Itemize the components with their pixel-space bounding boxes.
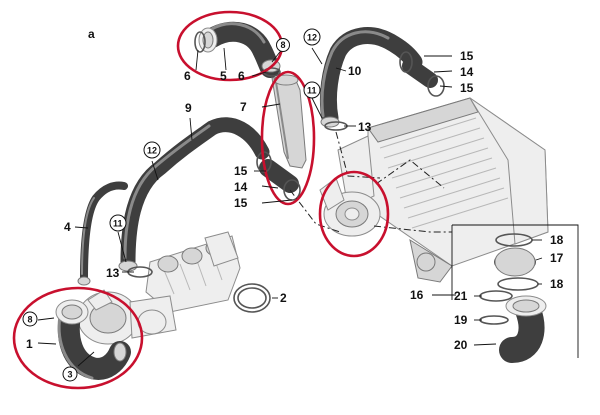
badge-11-left	[109, 214, 127, 232]
label-9: 9	[185, 101, 192, 115]
ring-part-6-left	[194, 31, 206, 53]
label-11-left: 11	[113, 219, 123, 229]
label-14-right: 14	[460, 65, 474, 79]
label-5: 5	[220, 69, 227, 83]
clamp-part-2	[233, 283, 271, 313]
label-13-right: 13	[358, 120, 372, 134]
tube-part-7	[271, 74, 307, 169]
label-18-bottom: 18	[550, 277, 564, 291]
pipe-part-4	[77, 181, 128, 286]
coupler-part-17	[494, 247, 536, 277]
throttle-unit	[319, 177, 381, 237]
label-6-left: 6	[184, 69, 191, 83]
label-13-left: 13	[106, 266, 120, 280]
label-19: 19	[454, 313, 468, 327]
intercooler-housing	[337, 97, 549, 283]
label-14-left: 14	[234, 180, 248, 194]
label-1: 1	[26, 337, 33, 351]
label-11-top: 11	[307, 86, 317, 96]
highlight-circle-middle	[260, 70, 316, 206]
corner-mark: a	[88, 27, 95, 41]
label-7: 7	[240, 100, 247, 114]
badge-12-top	[303, 28, 321, 46]
label-21: 21	[454, 289, 468, 303]
label-17: 17	[550, 251, 564, 265]
ring-part-21	[479, 290, 513, 302]
badge-12-left	[143, 141, 161, 159]
label-16: 16	[410, 288, 424, 302]
elbow-part-1	[55, 299, 131, 380]
ring-part-18-bottom	[497, 277, 539, 291]
badge-11-top	[303, 81, 321, 99]
elbow-part-5	[198, 21, 281, 78]
badge-3	[62, 366, 78, 382]
hose-part-10	[319, 27, 423, 128]
label-8-right: 8	[281, 40, 286, 50]
label-6-right: 6	[238, 69, 245, 83]
label-4: 4	[64, 220, 71, 234]
label-15-low: 15	[234, 196, 248, 210]
leader-lines	[37, 47, 543, 367]
highlight-circle-bottom	[12, 286, 144, 390]
detail-inset	[451, 224, 579, 363]
label-18-top: 18	[550, 233, 564, 247]
label-3: 3	[68, 370, 73, 380]
turbocharger	[77, 231, 241, 345]
label-8-left: 8	[28, 315, 33, 325]
label-20: 20	[454, 338, 468, 352]
label-12-left: 12	[147, 146, 157, 156]
ring-part-19	[479, 315, 509, 325]
label-12-top: 12	[307, 33, 317, 43]
label-15-mid: 15	[234, 164, 248, 178]
label-2: 2	[280, 291, 287, 305]
label-15-top: 15	[460, 49, 474, 63]
highlight-circle-throttle	[318, 170, 390, 258]
badge-8-left	[22, 311, 38, 327]
label-15-right: 15	[460, 81, 474, 95]
badge-8-right	[276, 38, 290, 52]
label-10: 10	[348, 64, 362, 78]
